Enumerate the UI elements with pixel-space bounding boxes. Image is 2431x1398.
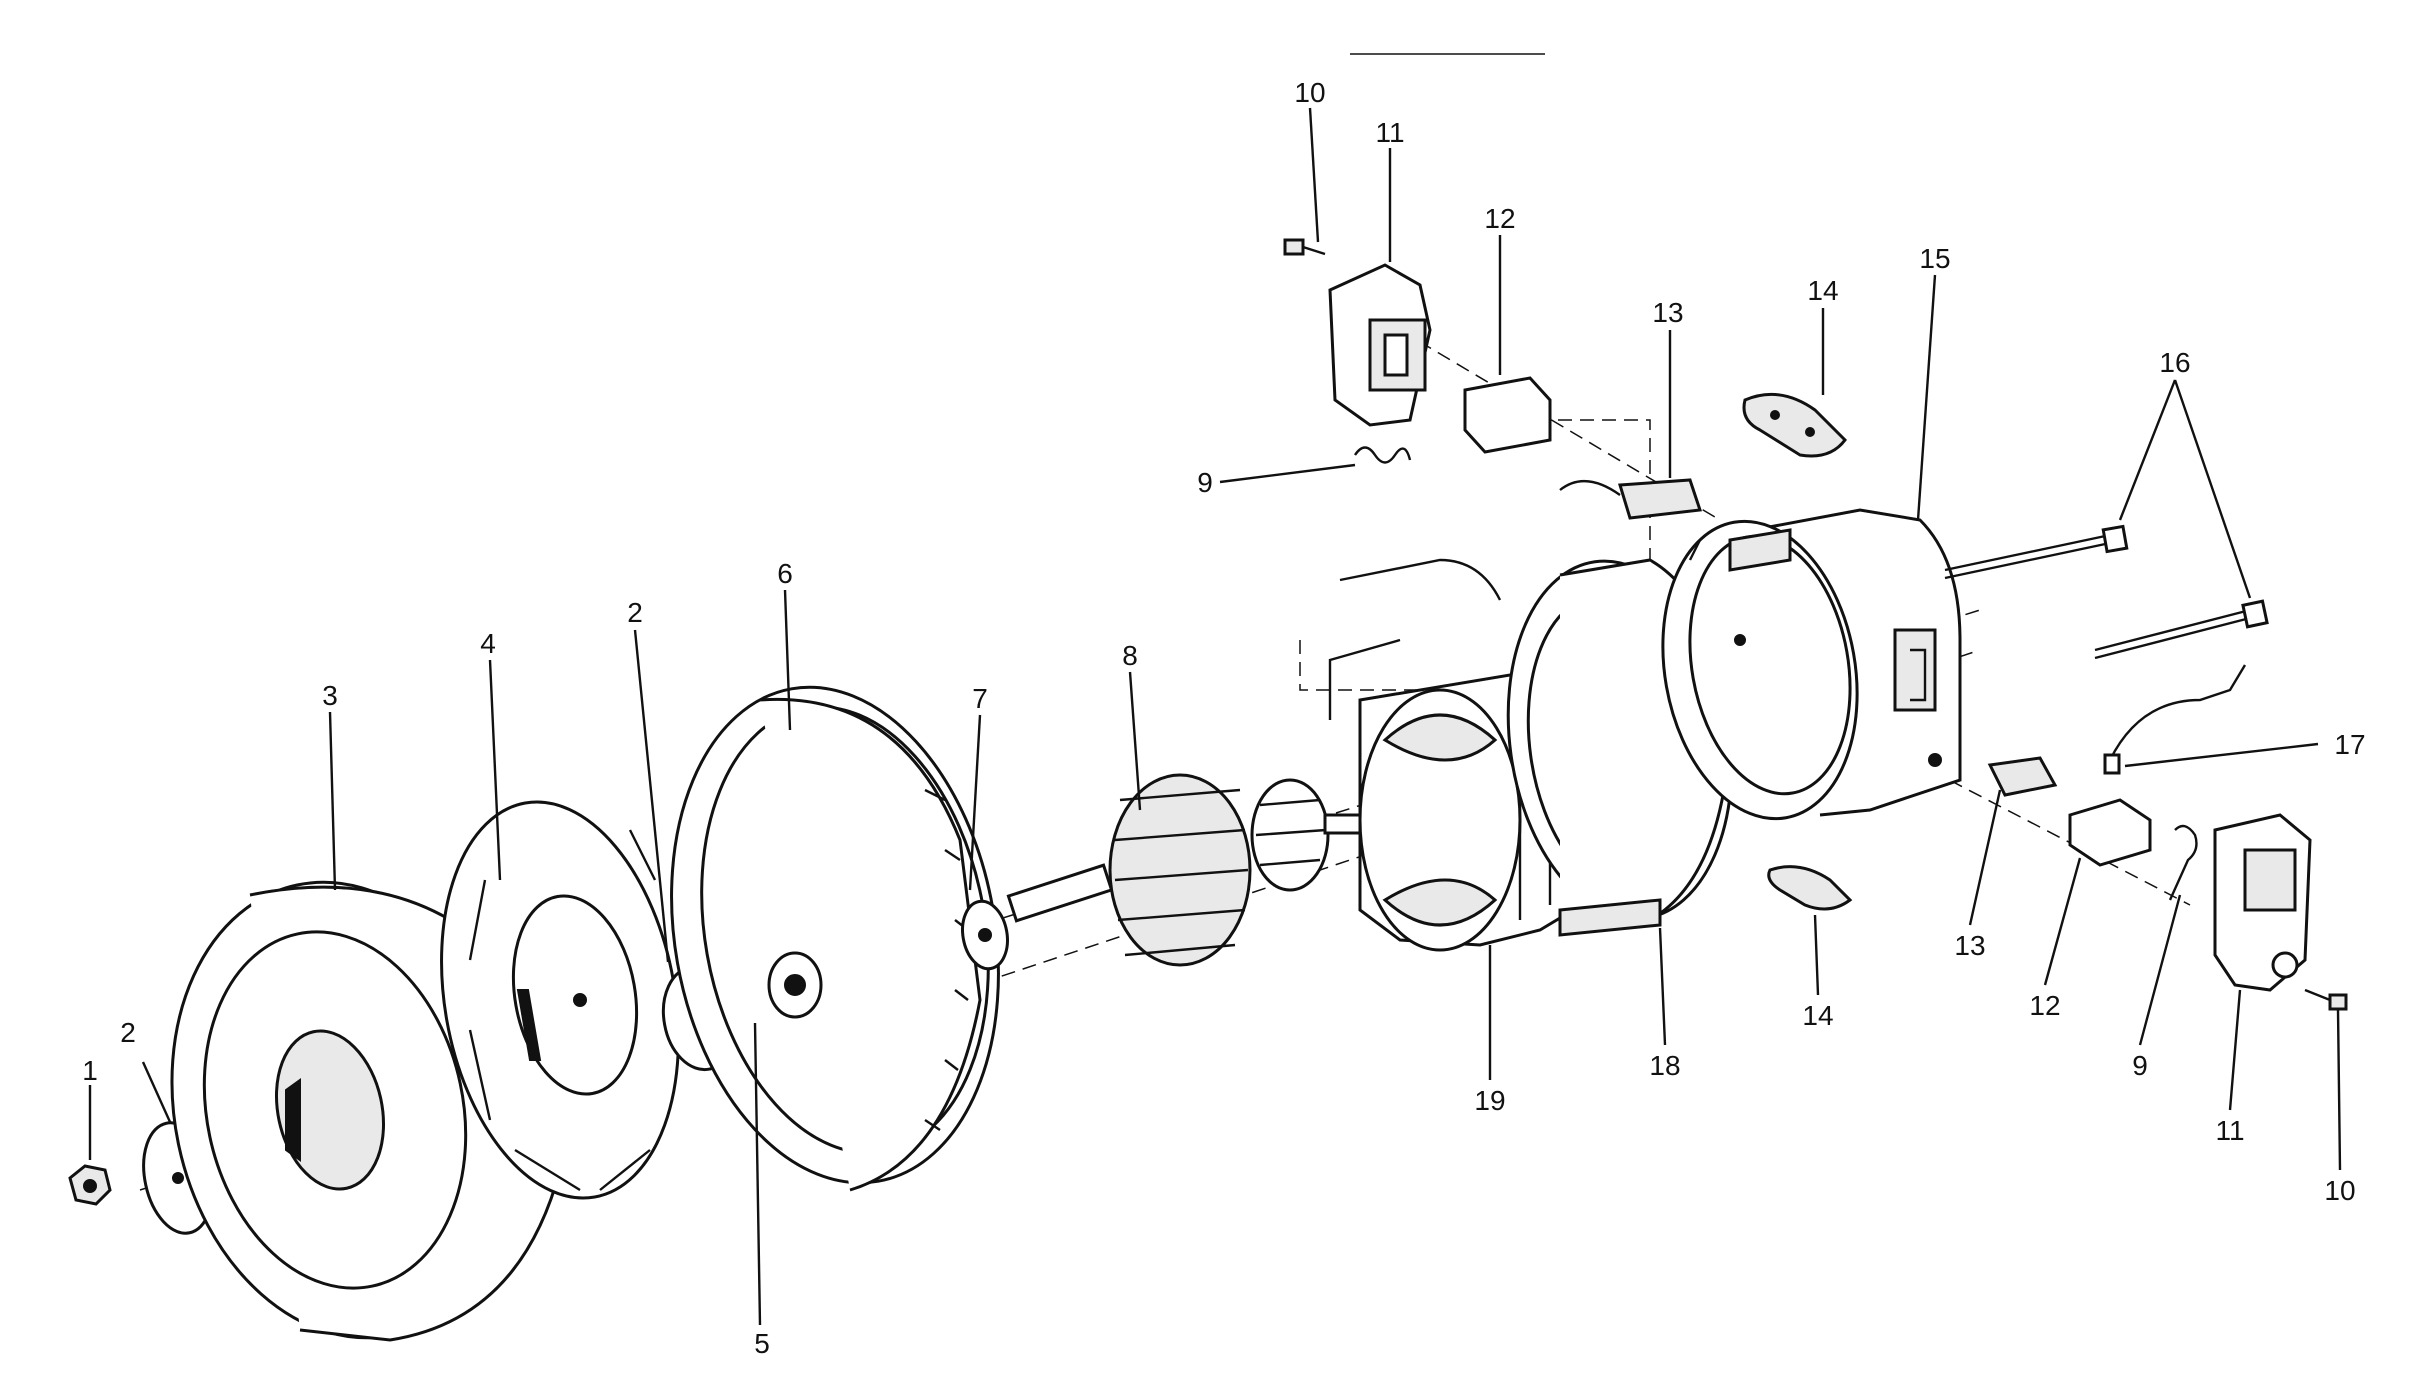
callout-12: 12 bbox=[1484, 203, 1515, 234]
callout-18: 18 bbox=[1649, 1050, 1680, 1081]
part-14-brush-cap-lower bbox=[1767, 865, 1853, 911]
part-3-fan-cover bbox=[170, 880, 562, 1342]
leader-lines bbox=[88, 107, 2342, 1326]
callout-4: 4 bbox=[480, 628, 496, 659]
part-1-nut bbox=[68, 1164, 112, 1206]
callout-19: 19 bbox=[1474, 1085, 1505, 1116]
callout-6: 6 bbox=[777, 558, 793, 589]
part-13-brush-lower bbox=[1987, 756, 2058, 797]
part-9-spring-lower bbox=[2168, 824, 2198, 901]
callout-14: 14 bbox=[1807, 275, 1838, 306]
part-12-brush-holder-upper bbox=[1463, 376, 1552, 454]
part-13-brush-upper bbox=[1559, 478, 1703, 520]
callout-14: 14 bbox=[1802, 1000, 1833, 1031]
callout-7: 7 bbox=[972, 683, 988, 714]
callout-1: 1 bbox=[82, 1055, 98, 1086]
callout-15: 15 bbox=[1919, 243, 1950, 274]
callout-3: 3 bbox=[322, 680, 338, 711]
part-11-brush-holder-cap-upper bbox=[1328, 263, 1432, 427]
part-9-spring-upper bbox=[1354, 446, 1412, 464]
callout-11: 11 bbox=[1375, 117, 1404, 148]
callout-11: 11 bbox=[2215, 1115, 2244, 1146]
callout-8: 8 bbox=[1122, 640, 1138, 671]
callout-12: 12 bbox=[2029, 990, 2060, 1021]
callout-16: 16 bbox=[2159, 347, 2190, 378]
callout-17: 17 bbox=[2334, 729, 2365, 760]
part-6-end-bracket bbox=[670, 685, 1000, 1192]
part-17-lead-wire bbox=[2103, 664, 2247, 775]
part-7-washer bbox=[961, 899, 1009, 971]
callout-2: 2 bbox=[627, 597, 643, 628]
callout-10: 10 bbox=[1294, 77, 1325, 108]
part-10-screw-upper bbox=[1283, 238, 1326, 256]
callout-9: 9 bbox=[1197, 467, 1213, 498]
callout-10: 10 bbox=[2324, 1175, 2355, 1206]
part-8-armature bbox=[1006, 773, 1367, 967]
callout-labels: 1 2 3 4 2 5 6 7 8 9 10 11 12 13 14 15 16… bbox=[82, 77, 2365, 1359]
part-14-brush-cap-upper bbox=[1742, 392, 1847, 458]
callout-13: 13 bbox=[1652, 297, 1683, 328]
part-11-brush-holder-cap-lower bbox=[2213, 813, 2312, 992]
callout-5: 5 bbox=[754, 1328, 770, 1359]
part-10-screw-lower bbox=[2304, 988, 2348, 1011]
callout-13: 13 bbox=[1954, 930, 1985, 961]
callout-9: 9 bbox=[2132, 1050, 2148, 1081]
part-15-housing bbox=[1661, 508, 1962, 821]
part-12-brush-holder-lower bbox=[2068, 798, 2152, 867]
part-16-through-bolts bbox=[1944, 524, 2269, 660]
callout-2: 2 bbox=[120, 1017, 136, 1048]
